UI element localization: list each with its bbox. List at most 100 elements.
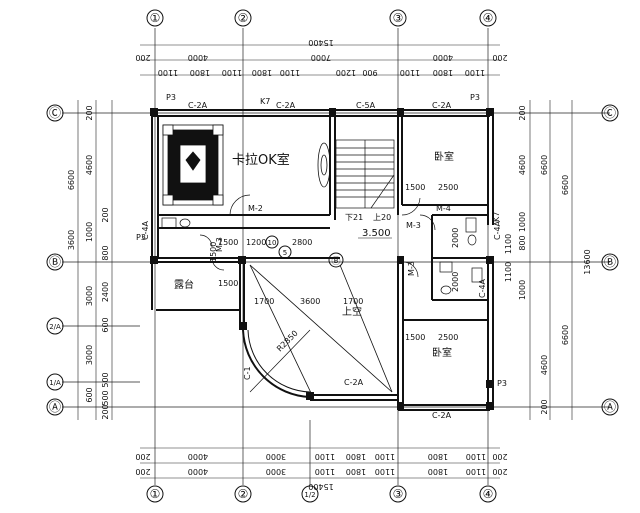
room-bedroom-bottom: 卧室: [432, 346, 452, 359]
stair: [335, 139, 395, 209]
window-c1: C-1: [243, 366, 252, 380]
inner-dim-2: 1500: [405, 183, 425, 192]
svg-text:1100: 1100: [315, 467, 335, 476]
svg-text:1100: 1100: [400, 68, 420, 77]
curved-wall-inner: [247, 329, 311, 393]
p3-label-4: P3: [136, 233, 146, 242]
svg-text:4000: 4000: [188, 467, 208, 476]
svg-text:4000: 4000: [188, 53, 208, 62]
svg-text:1100: 1100: [504, 262, 513, 282]
inner-dim-8: 1500: [218, 279, 238, 288]
room-balcony: 露台: [174, 278, 194, 291]
p3-label-3: P3: [497, 379, 507, 388]
circle-marker-10: 10: [265, 235, 279, 249]
svg-text:800: 800: [518, 235, 527, 250]
svg-text:1800: 1800: [346, 467, 366, 476]
axis-right-c: Ⓒ: [601, 104, 619, 122]
inner-dim-10: 3600: [300, 297, 320, 306]
axis-left-c: Ⓒ: [46, 104, 64, 122]
svg-text:10: 10: [268, 239, 277, 247]
axis-top-1: ①: [146, 9, 164, 27]
radius-line: [249, 329, 311, 393]
bathroom-fixtures: [161, 217, 483, 295]
level-mark: 3.500: [362, 228, 391, 239]
window-c4a-right-2: C-4A: [478, 278, 487, 298]
door-m3-c: M-3: [407, 261, 416, 276]
svg-text:200: 200: [492, 53, 507, 62]
svg-text:Ⓑ: Ⓑ: [331, 256, 340, 267]
door-m4: M-4: [436, 204, 451, 213]
svg-text:Ⓐ: Ⓐ: [49, 400, 61, 414]
axis-top-4: ④: [479, 9, 497, 27]
bottom-dimensions: [140, 447, 500, 479]
svg-text:3000: 3000: [266, 467, 286, 476]
inner-dim-14: 1500: [209, 242, 218, 262]
axis-bottom-1: ①: [146, 485, 164, 503]
svg-text:800: 800: [101, 245, 110, 260]
circle-marker-5: 5: [278, 245, 292, 259]
axis-left-a: Ⓐ: [46, 398, 64, 416]
curved-wall: [242, 329, 311, 398]
svg-text:②: ②: [238, 487, 249, 501]
svg-text:1000: 1000: [85, 222, 94, 242]
stair-up: 上20: [373, 213, 391, 222]
inner-dim-3: 2000: [451, 228, 460, 248]
tv-cabinet: [317, 142, 331, 188]
window-c4a-left: C-4A: [141, 220, 150, 240]
window-c2a-5: C-2A: [432, 411, 452, 420]
svg-text:15400: 15400: [308, 38, 333, 47]
svg-text:6600: 6600: [561, 175, 570, 195]
k7-label-2: K7: [492, 212, 501, 222]
window-c4a-right: C-4A: [493, 220, 502, 240]
axis-left-1a: 1/A: [46, 373, 64, 391]
svg-text:4000: 4000: [188, 452, 208, 461]
svg-text:200: 200: [101, 207, 110, 222]
axis-bottom-2: ②: [234, 485, 252, 503]
svg-text:Ⓑ: Ⓑ: [49, 255, 61, 269]
svg-text:200: 200: [135, 452, 150, 461]
circle-marker-b: Ⓑ: [328, 252, 344, 268]
columns: [150, 108, 494, 410]
top-dim-text: 15400 200 4000 7000 4000 200 1100 1800 1…: [135, 38, 507, 77]
svg-text:1800: 1800: [252, 68, 272, 77]
svg-text:200: 200: [540, 399, 549, 414]
svg-text:1000: 1000: [518, 280, 527, 300]
svg-text:600: 600: [85, 387, 94, 402]
window-c2a-1: C-2A: [188, 101, 208, 110]
svg-text:①: ①: [150, 11, 161, 25]
svg-text:1800: 1800: [428, 452, 448, 461]
svg-text:1800: 1800: [428, 467, 448, 476]
right-dimensions: [529, 100, 573, 420]
window-c2a-2: C-2A: [276, 101, 296, 110]
svg-text:1800: 1800: [433, 68, 453, 77]
svg-text:④: ④: [483, 11, 494, 25]
window-c2a-3: C-2A: [432, 101, 452, 110]
svg-text:Ⓐ: Ⓐ: [604, 400, 616, 414]
svg-text:600: 600: [101, 317, 110, 332]
left-dimensions: [77, 100, 113, 420]
axis-right-a: Ⓐ: [601, 398, 619, 416]
stair-down: 下21: [345, 213, 363, 222]
axis-top-3: ③: [389, 9, 407, 27]
inner-dim-5: 1500: [218, 238, 238, 247]
svg-text:2/A: 2/A: [49, 323, 61, 331]
window-c5a: C-5A: [356, 101, 376, 110]
svg-text:13600: 13600: [583, 249, 592, 274]
svg-text:Ⓒ: Ⓒ: [604, 106, 616, 120]
svg-text:500: 500: [101, 372, 110, 387]
axis-bottom-4: ④: [479, 485, 497, 503]
k7-label-1: K7: [260, 97, 270, 106]
svg-text:200: 200: [135, 53, 150, 62]
void-cross: [249, 264, 393, 396]
axis-bottom-3: ③: [389, 485, 407, 503]
svg-text:①: ①: [150, 487, 161, 501]
svg-text:200: 200: [492, 467, 507, 476]
svg-text:200: 200: [85, 105, 94, 120]
svg-text:Ⓒ: Ⓒ: [49, 106, 61, 120]
door-m3-a: M-3: [406, 221, 421, 230]
svg-text:1100: 1100: [280, 68, 300, 77]
svg-text:6600: 6600: [540, 155, 549, 175]
inner-dim-9: 1700: [254, 297, 274, 306]
svg-text:④: ④: [483, 487, 494, 501]
svg-text:900: 900: [362, 68, 377, 77]
